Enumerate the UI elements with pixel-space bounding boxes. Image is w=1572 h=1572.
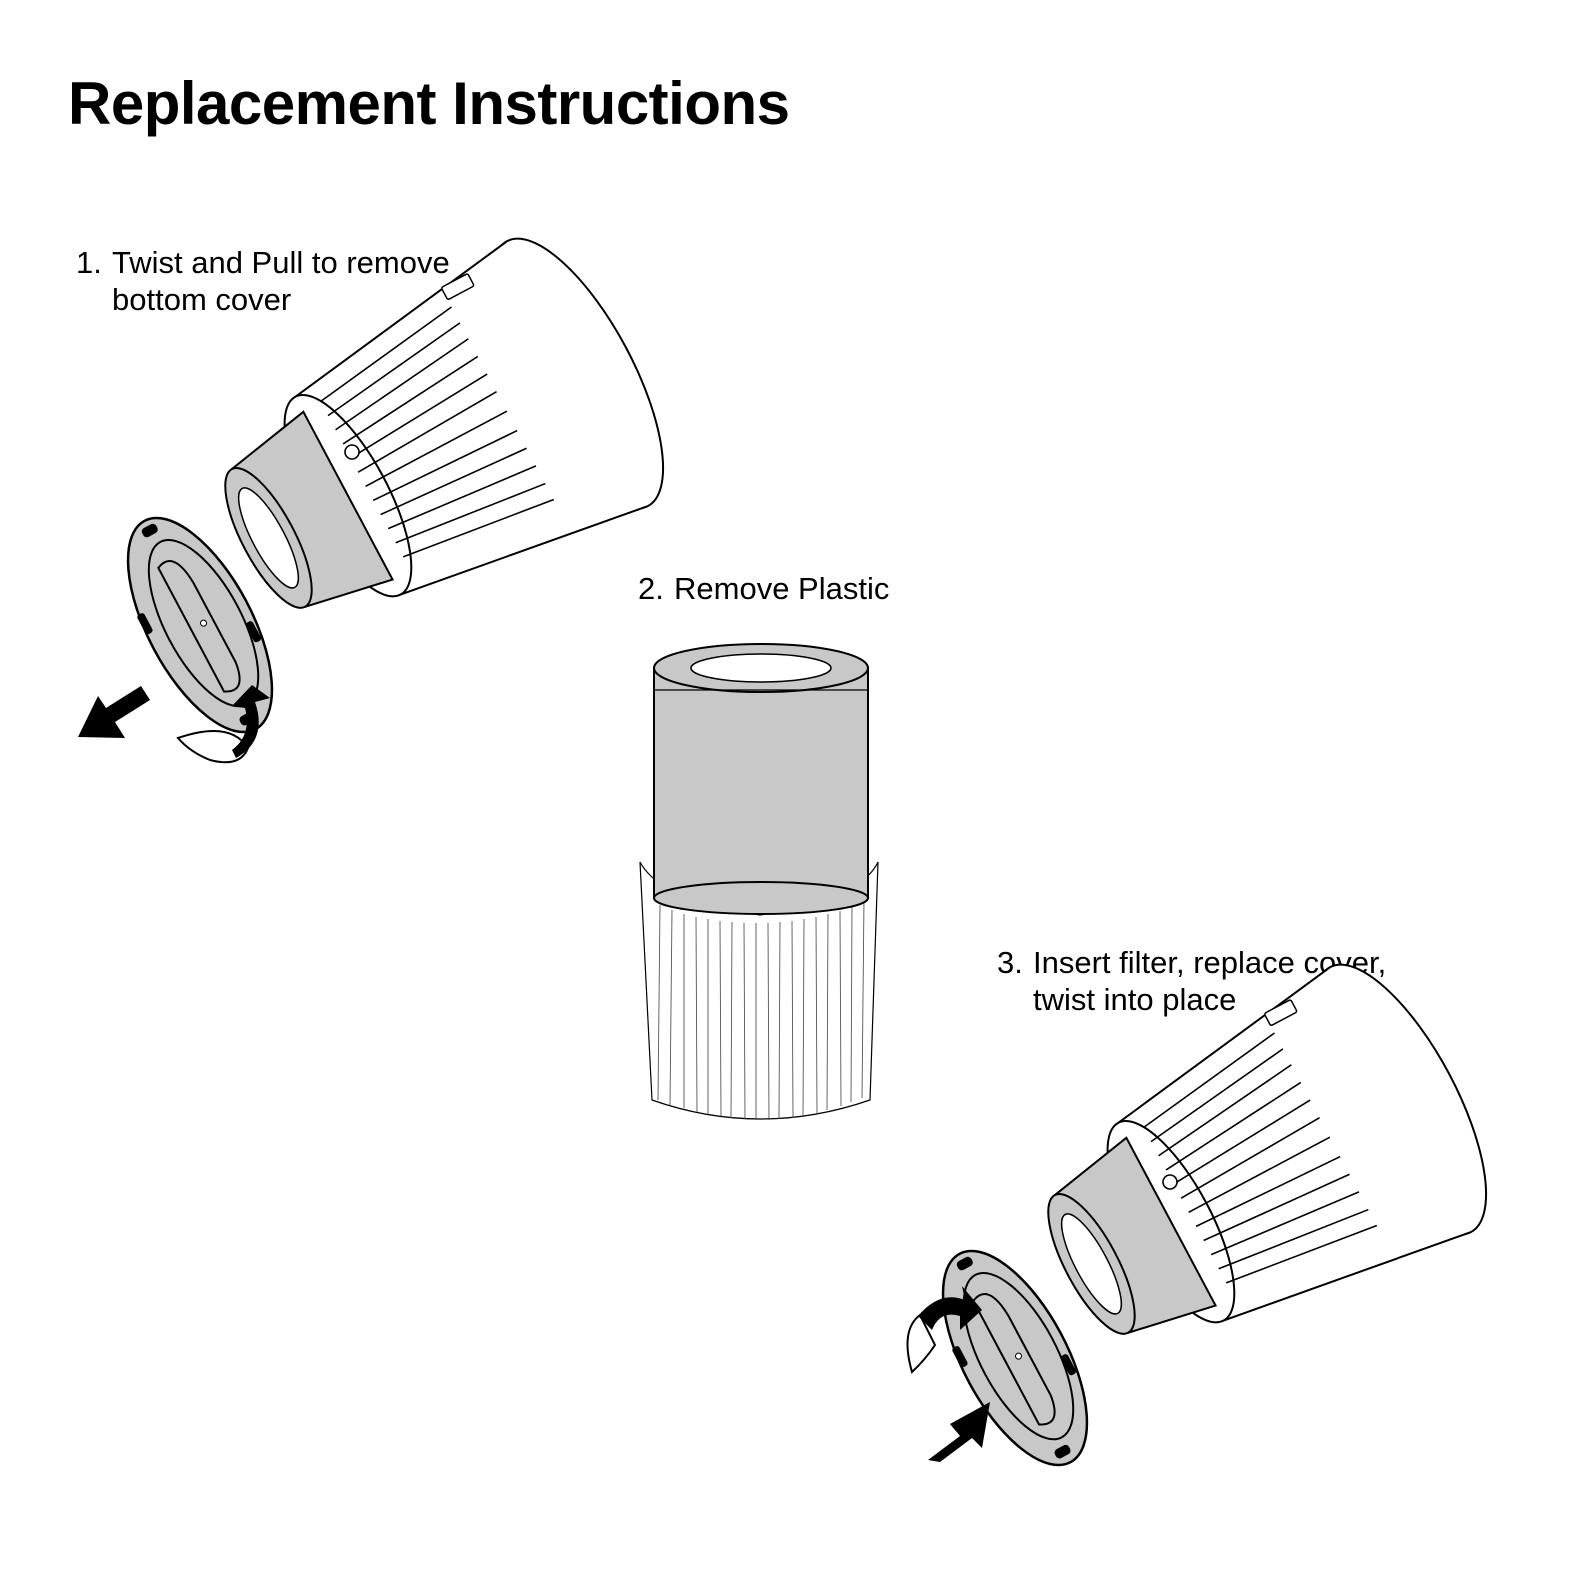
twist-arrow-icon	[176, 685, 270, 764]
twist-arrow-icon	[906, 1286, 982, 1374]
step-3-caption: 3. Insert filter, replace cover, twist i…	[997, 944, 1386, 1018]
step-1-line-2: bottom cover	[112, 282, 292, 317]
step-3-illustration	[906, 940, 1521, 1488]
power-button-icon	[344, 444, 360, 460]
step-1-caption: 1. Twist and Pull to remove bottom cover	[76, 244, 450, 318]
step-2-caption: 2. Remove Plastic	[638, 570, 889, 607]
pull-arrow-icon	[78, 686, 150, 738]
power-button-icon	[1162, 1174, 1178, 1190]
page-title: Replacement Instructions	[68, 70, 790, 137]
step-1-illustration	[78, 214, 698, 764]
step-2-number: 2.	[638, 571, 664, 606]
plastic-bag	[639, 861, 879, 1121]
step-2-text: Remove Plastic	[674, 570, 889, 607]
push-arrow-icon	[928, 1402, 990, 1462]
filter-cartridge	[653, 643, 869, 915]
step-1-text: Twist and Pull to remove bottom cover	[112, 244, 450, 318]
step-3-line-2: twist into place	[1033, 982, 1237, 1017]
step-2-line-1: Remove Plastic	[674, 571, 890, 606]
step-1-line-1: Twist and Pull to remove	[112, 245, 450, 280]
step-3-number: 3.	[997, 945, 1023, 980]
step-1-number: 1.	[76, 245, 102, 280]
step-2-illustration	[639, 643, 879, 1121]
step-3-text: Insert filter, replace cover, twist into…	[1033, 944, 1386, 1018]
